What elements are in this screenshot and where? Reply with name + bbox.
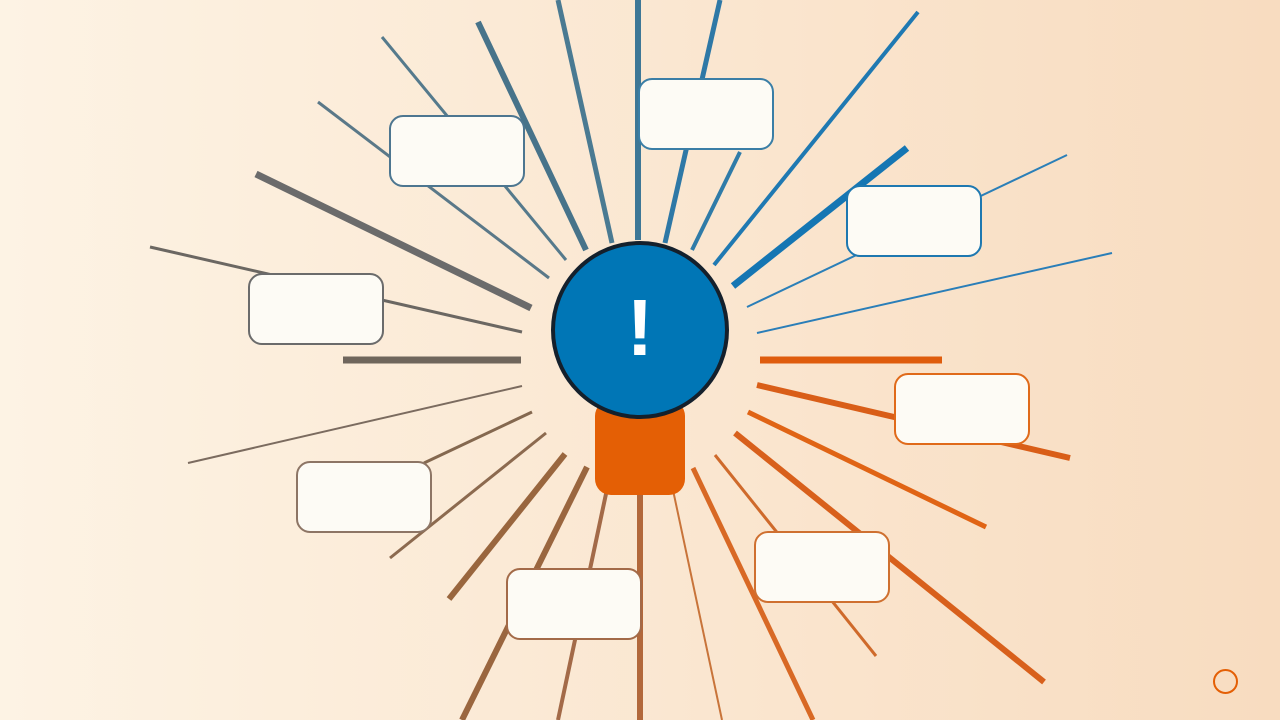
ray-line — [555, 0, 615, 244]
ray-line — [669, 475, 723, 720]
callout-box-top-left — [389, 115, 525, 187]
ray-line — [423, 410, 533, 465]
callout-box-top-center — [638, 78, 774, 150]
ray-line — [475, 20, 589, 252]
ray-line — [746, 409, 988, 530]
callout-box-bottom-right — [754, 531, 890, 603]
callout-box-top-right — [846, 185, 982, 257]
ray-line — [730, 145, 910, 289]
ray-line — [389, 431, 547, 560]
exclamation-mark: ! — [626, 283, 654, 372]
ray-line — [187, 385, 523, 464]
ray-line — [690, 151, 742, 251]
ray-line — [446, 452, 568, 601]
callout-box-right — [894, 373, 1030, 445]
ray-line — [712, 10, 920, 267]
circle-icon — [1213, 669, 1238, 694]
ray-line — [317, 100, 550, 280]
ray-line — [254, 170, 533, 312]
callout-box-left — [248, 273, 384, 345]
ray-line — [756, 252, 1113, 334]
callout-box-bottom-center — [506, 568, 642, 640]
ray-line — [690, 466, 816, 720]
callout-box-bottom-left — [296, 461, 432, 533]
lightbulb-icon: ! — [551, 241, 729, 419]
